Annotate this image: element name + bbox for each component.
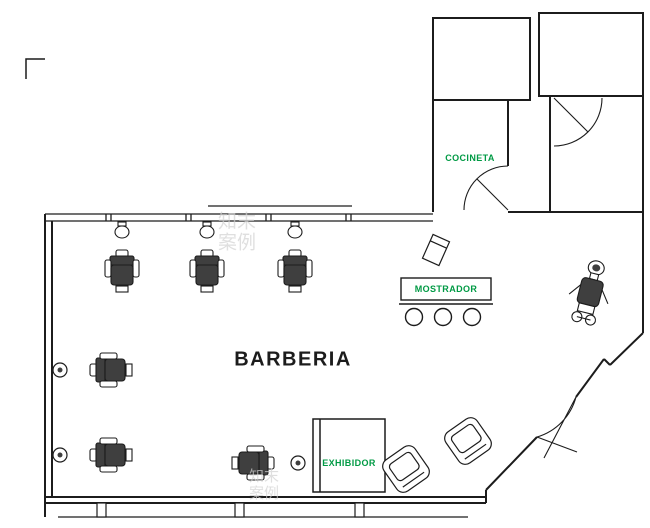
barber-chair (89, 352, 133, 388)
door-bottom-right (536, 396, 578, 459)
waiting-chairs (378, 413, 496, 497)
room-top-left-wall (432, 17, 531, 101)
counter-stool (433, 307, 453, 327)
station-stool (287, 221, 303, 239)
barber-chair (104, 249, 140, 293)
station-stool (199, 221, 215, 239)
left-barber-stations (52, 352, 133, 473)
window-band (45, 205, 433, 222)
trash-bin (421, 233, 451, 267)
waiting-chair (378, 441, 434, 497)
diagonal-walls (485, 332, 644, 503)
counter-mostrador (399, 277, 493, 327)
walls (44, 12, 644, 517)
station-stool (114, 221, 130, 239)
counter-outline (400, 277, 492, 301)
barber-chair (89, 437, 133, 473)
display-case (312, 418, 386, 493)
doors (463, 97, 603, 459)
door-cocineta (463, 165, 509, 211)
counter-stool (404, 307, 424, 327)
window-mullions (105, 214, 352, 221)
display-case-label: EXHIBIDOR (322, 458, 376, 468)
bottom-wall (45, 496, 486, 504)
counter-label: MOSTRADOR (414, 284, 478, 294)
barber-chair (189, 249, 225, 293)
barber-chair (231, 445, 275, 481)
styling-chair (568, 260, 609, 326)
main-room-label: BARBERIA (234, 348, 352, 371)
kitchenette-label: COCINETA (445, 153, 495, 163)
waiting-chair (440, 413, 496, 469)
counter-stool (462, 307, 482, 327)
bottom-barber-station (231, 445, 306, 481)
left-wall (44, 214, 53, 517)
room-top-right-wall (538, 12, 644, 97)
corner-mark (25, 58, 45, 79)
corridor-walls (432, 96, 644, 213)
top-barber-stations (104, 221, 313, 293)
door-top-right (553, 97, 603, 147)
sidewalk-band (58, 502, 468, 518)
barber-chair (277, 249, 313, 293)
